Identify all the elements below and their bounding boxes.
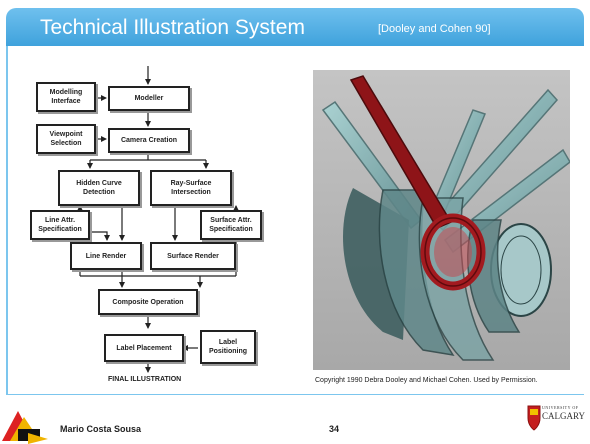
- flowchart-box-line-render: Line Render: [70, 242, 142, 270]
- flowchart-box-label-positioning: Label Positioning: [200, 330, 256, 364]
- flowchart-box-label-placement: Label Placement: [104, 334, 184, 362]
- slide-citation: [Dooley and Cohen 90]: [378, 23, 491, 35]
- bottom-rule: [6, 394, 584, 395]
- left-rule: [6, 46, 8, 394]
- flowchart-box-line-attr-specification: Line Attr. Specification: [30, 210, 90, 240]
- technical-illustration-image: [313, 70, 570, 370]
- slide-title: Technical Illustration System: [40, 16, 305, 39]
- author-name: Mario Costa Sousa: [60, 424, 142, 434]
- university-logo-small: UNIVERSITY OF: [542, 405, 579, 410]
- flowchart-box-ray-surface-intersection: Ray-Surface Intersection: [150, 170, 232, 206]
- flowchart-box-camera-creation: Camera Creation: [108, 128, 190, 153]
- flowchart-final-illustration: FINAL ILLUSTRATION: [108, 376, 182, 383]
- flowchart-box-surface-render: Surface Render: [150, 242, 236, 270]
- flowchart-box-surface-attr-specification: Surface Attr. Specification: [200, 210, 262, 240]
- university-logo-text: UNIVERSITY OF CALGARY: [542, 405, 585, 421]
- flowchart-box-composite-operation: Composite Operation: [98, 289, 198, 315]
- image-caption: Copyright 1990 Debra Dooley and Michael …: [315, 377, 538, 384]
- illustration-drawing: [313, 70, 570, 370]
- title-bar: Technical Illustration System [Dooley an…: [6, 8, 584, 46]
- flowchart-box-viewpoint-selection: Viewpoint Selection: [36, 124, 96, 154]
- flowchart-box-modeller: Modeller: [108, 86, 190, 111]
- flowchart-box-modelling-interface: Modelling Interface: [36, 82, 96, 112]
- presenter-logo-icon: [2, 411, 48, 444]
- flowchart-box-hidden-curve-detection: Hidden Curve Detection: [58, 170, 140, 206]
- university-logo-name: CALGARY: [542, 411, 586, 421]
- page-number: 34: [329, 424, 340, 434]
- university-crest-icon: [527, 405, 541, 431]
